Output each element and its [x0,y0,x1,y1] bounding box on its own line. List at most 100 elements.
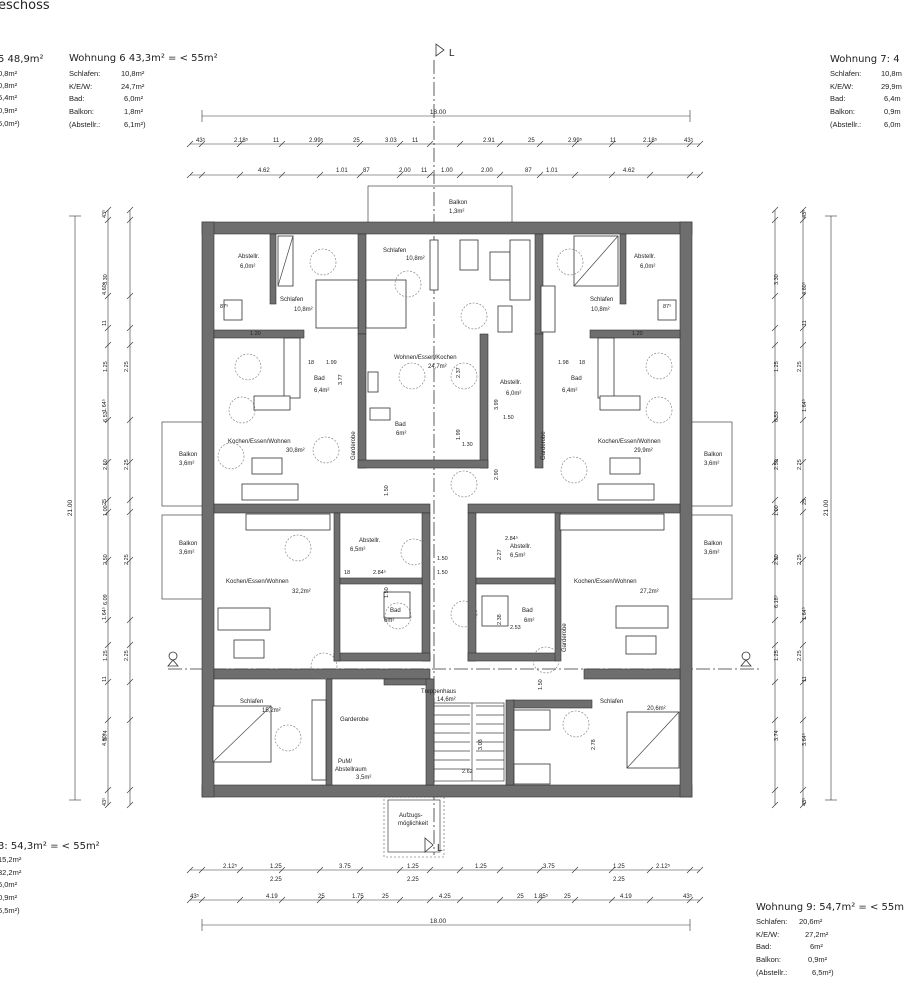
room-label: Abstellraum [335,767,367,773]
dim-label: 3.74 [103,730,109,741]
dimension-tick [104,496,112,504]
dimension-tick [571,896,579,904]
level-marker-left [167,651,179,667]
planting-circle [562,710,590,738]
dim-label: 2.50 [103,554,109,565]
dimension-tick [496,866,504,874]
unit-9-value: 6m² [810,942,823,951]
dimension-tick [771,458,779,466]
dim-label: 2.99⁵ [568,137,583,144]
dim-label: 2.25 [797,459,803,470]
dim-label: 2.53 [510,625,521,631]
planting-circle [309,248,337,276]
dim-label: 87⁵ [663,303,671,310]
dim-label: 43⁵ [190,893,200,900]
dimension-tick [496,896,504,904]
dimension-tick [799,341,807,349]
dim-label: 2.50 [103,459,109,470]
dim-label: 87 [525,168,532,174]
dim-label: 1.01 [336,168,348,174]
dimension-tick [799,216,807,224]
dimension-tick [198,171,206,179]
dim-label: 25 [382,894,389,900]
dim-chain-left-outer: 43⁵ 4.60⁵ 11 1.64⁵ 25 1.64⁵ 11 4.60⁵ 43⁵ [101,210,108,806]
dim-label: 43⁵ [801,798,808,806]
dimension-tick [236,896,244,904]
unit-9-label: K/E/W: [756,930,779,939]
dimension-tick [278,171,286,179]
dim-chain-right-outer: 43⁵ 4.60⁵ 11 1.64⁵ 25 1.64⁵ 11 3.64⁵ 43⁵ [801,210,808,806]
dim-label: 2.25 [797,650,803,661]
room-area: 6,0m² [506,391,521,397]
dimension-tick [799,678,807,686]
unit-9-value: 20,6m² [799,917,823,926]
dim-label: 3.64⁵ [801,733,808,746]
dim-label: 2.18⁵ [234,137,249,144]
dimension-tick [646,896,654,904]
unit-7-value: 29,9m [881,82,902,91]
dimension-tick [799,801,807,809]
elevator-option [383,796,445,858]
unit-6-label: Bad: [69,94,84,103]
dimension-tick [771,508,779,516]
room-label: Schlafen [240,699,263,705]
unit-6-label: (Abstellr.: [69,120,100,129]
dim-label: 2.50 [774,459,780,470]
dim-label: 2.00 [399,168,411,174]
planting-circle [312,436,340,464]
room-label: Bad [522,608,533,614]
dim-label: 1.50 [437,556,448,562]
dim-label: 1.20 [632,331,643,337]
room-label: Abstellr. [634,254,656,260]
room-area: 10,8m² [591,307,610,313]
dimension-tick [104,458,112,466]
dimension-tick [571,866,579,874]
dimension-tick [536,140,544,148]
room-area: 30,8m² [286,448,305,454]
dim-label: 2.50 [774,554,780,565]
dim-label: 1.64⁵ [801,399,808,412]
dim-label: 2.25 [270,877,282,883]
dim-overall-bottom: 18.00 [430,918,447,925]
room-area: 24,7m² [428,364,447,370]
dimension-tick [456,171,464,179]
dimension-tick [771,292,779,300]
floor-title: eschoss [0,0,50,13]
dimension-tick [198,140,206,148]
room-label: Kochen/Essen/Wohnen [598,439,661,445]
room-label: PuM/ [338,759,352,765]
unit-6-value: 1,8m² [124,107,144,116]
dimension-tick [236,866,244,874]
dim-label: 1.00 [441,168,453,174]
dim-label: 3.30 [103,274,109,285]
interior-walls [213,233,681,786]
room-label: Garderobe [562,623,568,652]
dim-label: 2.78 [591,739,597,750]
unit-6-value: 10,8m² [121,69,145,78]
dimension-tick [316,140,324,148]
unit-7-label: K/E/W: [830,82,853,91]
dimension-tick [771,206,779,214]
dimension-tick [104,341,112,349]
dimension-tick [426,140,434,148]
room-area: 6,4m² [314,388,329,394]
room-label: Balkon [704,452,722,458]
room-label: möglichkeit [398,821,428,827]
room-labels: Balkon 1,3m² Abstellr. 6,0m² Schlafen 10… [179,200,722,827]
dimension-tick [686,140,694,148]
room-area: 3,6m² [704,461,719,467]
section-marker-top: L [435,43,455,59]
dimension-tick [104,616,112,624]
dim-label: 11 [802,320,808,326]
dim-label: 1.99 [326,360,337,366]
dimension-tick [771,216,779,224]
dim-label: 1.64⁵ [801,607,808,620]
dim-label: 25 [564,894,571,900]
dim-label: 1.85⁵ [534,893,549,900]
room-label: Schlafen [590,297,613,303]
unit-8-value: 6,5m²) [0,906,20,915]
dimension-tick [608,140,616,148]
dim-label: 3.74 [774,730,780,741]
planting-circle [284,534,312,562]
